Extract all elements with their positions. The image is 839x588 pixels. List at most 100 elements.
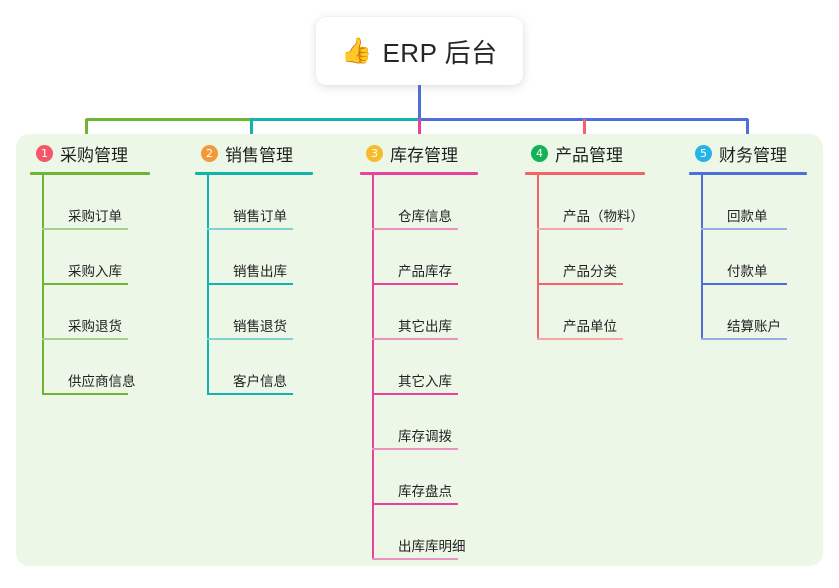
column-title-5: 财务管理 <box>719 145 787 165</box>
leaf-item[interactable]: 库存调拨 <box>372 395 512 450</box>
leaf-item-label: 出库库明细 <box>398 539 466 554</box>
column-items-4: 产品（物料） 产品分类产品单位 <box>537 175 677 340</box>
leaf-item-rule <box>207 283 293 285</box>
leaf-item[interactable]: 其它出库 <box>372 285 512 340</box>
column-badge-5: 5 <box>695 144 712 162</box>
column-4: 4 产品管理产品（物料） 产品分类产品单位 <box>517 134 677 340</box>
leaf-item-rule <box>372 558 458 560</box>
column-3: 3 库存管理仓库信息产品库存其它出库其它入库库存调拨库存盘点出库库明细 <box>352 134 512 560</box>
diagram-panel <box>16 134 823 566</box>
leaf-item-label: 产品分类 <box>563 264 617 279</box>
column-header-3[interactable]: 3 库存管理 <box>352 134 512 172</box>
leaf-item[interactable]: 出库库明细 <box>372 505 512 560</box>
leaf-item-label: 采购入库 <box>68 264 122 279</box>
column-title-1: 采购管理 <box>60 145 128 165</box>
column-rule-2 <box>195 172 313 175</box>
leaf-item-rule <box>42 393 128 395</box>
column-items-5: 回款单付款单结算账户 <box>701 175 823 340</box>
column-5: 5 财务管理回款单付款单结算账户 <box>681 134 823 340</box>
column-title-3: 库存管理 <box>390 145 458 165</box>
column-spine-1 <box>42 175 44 395</box>
leaf-item-label: 回款单 <box>727 209 768 224</box>
column-title-2: 销售管理 <box>225 145 293 165</box>
leaf-item[interactable]: 其它入库 <box>372 340 512 395</box>
column-rule-3 <box>360 172 478 175</box>
leaf-item-rule <box>372 228 458 230</box>
leaf-item[interactable]: 供应商信息 <box>42 340 182 395</box>
leaf-item-label: 销售出库 <box>233 264 287 279</box>
column-header-1[interactable]: 1 采购管理 <box>22 134 182 172</box>
leaf-item[interactable]: 采购入库 <box>42 230 182 285</box>
column-items-1: 采购订单采购入库采购退货供应商信息 <box>42 175 182 395</box>
leaf-item[interactable]: 采购退货 <box>42 285 182 340</box>
leaf-item-label: 仓库信息 <box>398 209 452 224</box>
root-title: ERP 后台 <box>382 37 498 68</box>
leaf-item-label: 库存盘点 <box>398 484 452 499</box>
column-header-4[interactable]: 4 产品管理 <box>517 134 677 172</box>
leaf-item-label: 其它出库 <box>398 319 452 334</box>
column-badge-3: 3 <box>366 144 383 162</box>
leaf-item[interactable]: 结算账户 <box>701 285 823 340</box>
leaf-item-rule <box>42 228 128 230</box>
leaf-item-rule <box>537 338 623 340</box>
column-rule-1 <box>30 172 150 175</box>
root-node[interactable]: 👍 ERP 后台 <box>316 17 523 85</box>
leaf-item-label: 库存调拨 <box>398 429 452 444</box>
leaf-item-label: 结算账户 <box>727 319 781 334</box>
leaf-item-label: 销售订单 <box>233 209 287 224</box>
column-items-3: 仓库信息产品库存其它出库其它入库库存调拨库存盘点出库库明细 <box>372 175 512 560</box>
leaf-item-rule <box>372 283 458 285</box>
leaf-item[interactable]: 产品分类 <box>537 230 677 285</box>
leaf-item-rule <box>207 228 293 230</box>
column-header-5[interactable]: 5 财务管理 <box>681 134 823 172</box>
leaf-item-rule <box>701 338 787 340</box>
leaf-item-label: 供应商信息 <box>68 374 136 389</box>
leaf-item[interactable]: 回款单 <box>701 175 823 230</box>
leaf-item[interactable]: 销售订单 <box>207 175 347 230</box>
leaf-item[interactable]: 付款单 <box>701 230 823 285</box>
leaf-item-label: 客户信息 <box>233 374 287 389</box>
column-header-2[interactable]: 2 销售管理 <box>187 134 347 172</box>
column-spine-5 <box>701 175 703 340</box>
column-2: 2 销售管理销售订单销售出库销售退货客户信息 <box>187 134 347 395</box>
leaf-item-rule <box>537 228 623 230</box>
leaf-item-label: 产品（物料） <box>563 209 644 224</box>
leaf-item-label: 产品库存 <box>398 264 452 279</box>
leaf-item-label: 采购订单 <box>68 209 122 224</box>
leaf-item[interactable]: 库存盘点 <box>372 450 512 505</box>
leaf-item-rule <box>372 393 458 395</box>
column-spine-3 <box>372 175 374 560</box>
leaf-item-rule <box>701 228 787 230</box>
columns-container: 1 采购管理采购订单采购入库采购退货供应商信息 2 销售管理销售订单销售出库销售退货客… <box>16 134 823 566</box>
column-spine-2 <box>207 175 209 395</box>
leaf-item[interactable]: 采购订单 <box>42 175 182 230</box>
leaf-item[interactable]: 客户信息 <box>207 340 347 395</box>
column-badge-1: 1 <box>36 144 53 162</box>
column-title-4: 产品管理 <box>555 145 623 165</box>
leaf-item-label: 其它入库 <box>398 374 452 389</box>
leaf-item-rule <box>42 338 128 340</box>
leaf-item-rule <box>372 503 458 505</box>
leaf-item-rule <box>372 338 458 340</box>
leaf-item-label: 产品单位 <box>563 319 617 334</box>
thumbs-up-icon: 👍 <box>341 36 373 65</box>
leaf-item-rule <box>701 283 787 285</box>
column-badge-2: 2 <box>201 144 218 162</box>
leaf-item[interactable]: 产品库存 <box>372 230 512 285</box>
leaf-item[interactable]: 产品单位 <box>537 285 677 340</box>
leaf-item-rule <box>207 393 293 395</box>
leaf-item-rule <box>42 283 128 285</box>
leaf-item[interactable]: 产品（物料） <box>537 175 677 230</box>
column-1: 1 采购管理采购订单采购入库采购退货供应商信息 <box>22 134 182 395</box>
leaf-item-label: 付款单 <box>727 264 768 279</box>
leaf-item[interactable]: 销售出库 <box>207 230 347 285</box>
leaf-item[interactable]: 仓库信息 <box>372 175 512 230</box>
leaf-item-label: 销售退货 <box>233 319 287 334</box>
leaf-item-rule <box>372 448 458 450</box>
column-spine-4 <box>537 175 539 340</box>
column-rule-4 <box>525 172 645 175</box>
leaf-item-rule <box>537 283 623 285</box>
leaf-item-label: 采购退货 <box>68 319 122 334</box>
column-badge-4: 4 <box>531 144 548 162</box>
leaf-item[interactable]: 销售退货 <box>207 285 347 340</box>
